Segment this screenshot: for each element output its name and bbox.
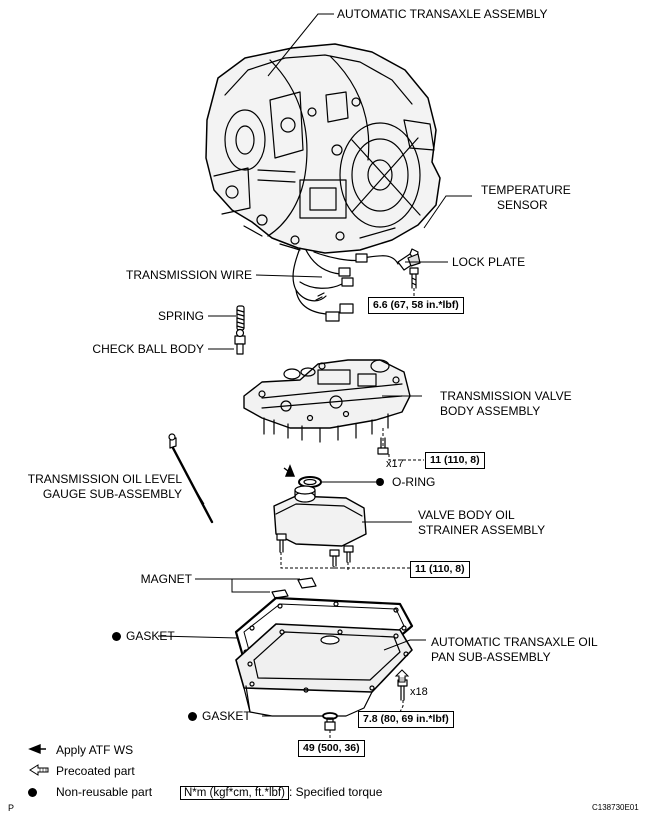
transmission-wire-drawing — [292, 247, 399, 322]
strainer-drawing — [273, 485, 367, 547]
label-oil-pan-line2: PAN SUB-ASSEMBLY — [431, 650, 551, 664]
label-automatic-transaxle: AUTOMATIC TRANSAXLE ASSEMBLY — [337, 7, 548, 21]
legend-torque-desc: : Specified torque — [288, 785, 383, 799]
label-temperature-sensor-line2: SENSOR — [497, 198, 548, 212]
label-drain-gasket: GASKET — [188, 709, 251, 723]
spring-drawing — [236, 305, 245, 331]
legend-precoated: Precoated part — [56, 764, 135, 778]
lock-plate-drawing — [407, 253, 421, 267]
label-strainer-line2: STRAINER ASSEMBLY — [418, 523, 546, 537]
label-pan-gasket-text: GASKET — [126, 629, 175, 643]
label-temperature-sensor-line1: TEMPERATURE — [481, 183, 571, 197]
label-oil-pan-line1: AUTOMATIC TRANSAXLE OIL — [431, 635, 598, 649]
label-drain-gasket-text: GASKET — [202, 709, 251, 723]
figure-id: C138730E01 — [592, 803, 639, 812]
torque-valve-body-bolts: 11 (110, 8) — [425, 452, 485, 469]
apply-atf-arrow-icon — [283, 464, 296, 477]
legend-apply-atf: Apply ATF WS — [56, 743, 134, 757]
precoated-arrow-icon — [394, 669, 410, 683]
valve-body-drawing — [243, 359, 411, 443]
torque-sensor-bolt: 6.6 (67, 58 in.*lbf) — [368, 297, 464, 314]
label-lock-plate: LOCK PLATE — [452, 255, 526, 269]
non-reusable-dot-icon — [376, 478, 384, 486]
magnet-drawing — [297, 577, 317, 589]
legend-precoated-icon — [29, 764, 49, 776]
label-o-ring: O-RING — [392, 475, 436, 489]
dashed-guides — [280, 288, 424, 738]
label-spring: SPRING — [157, 309, 204, 323]
torque-drain-plug: 49 (500, 36) — [298, 740, 365, 757]
legend-atf-arrow-icon — [28, 743, 46, 755]
legend-dot-icon — [28, 788, 37, 797]
count-oil-pan-bolts: x18 — [410, 686, 428, 698]
label-strainer-line1: VALVE BODY OIL — [418, 508, 515, 522]
label-valve-body-line2: BODY ASSEMBLY — [440, 404, 541, 418]
check-ball-body-drawing — [234, 328, 246, 355]
transaxle-drawing — [205, 43, 441, 254]
label-oil-level-gauge-line1: TRANSMISSION OIL LEVEL — [27, 472, 182, 486]
strainer-bolts-drawing — [276, 533, 354, 567]
label-pan-gasket: GASKET — [112, 629, 175, 643]
legend-torque: N*m (kgf*cm, ft.*lbf): Specified torque — [180, 785, 382, 800]
sensor-bolt-drawing — [409, 267, 419, 289]
non-reusable-dot-icon — [112, 632, 121, 641]
valve-body-bolt-drawing — [377, 437, 389, 455]
legend-non-reusable-text: Non-reusable part — [56, 785, 153, 799]
legend-non-reusable: Non-reusable part — [28, 785, 152, 799]
label-transmission-wire: TRANSMISSION WIRE — [125, 268, 252, 282]
legend-torque-unit: N*m (kgf*cm, ft.*lbf) — [180, 786, 289, 800]
torque-strainer-bolts: 11 (110, 8) — [410, 561, 470, 578]
label-check-ball-body: CHECK BALL BODY — [92, 342, 204, 356]
oil-pan-drawing — [235, 623, 413, 717]
leader-lines — [157, 13, 472, 717]
torque-oil-pan-bolts: 7.8 (80, 69 in.*lbf) — [358, 711, 454, 728]
o-ring-drawing — [298, 476, 322, 488]
drain-gasket-drawing — [322, 712, 338, 720]
non-reusable-dot-icon — [188, 712, 197, 721]
label-oil-level-gauge-line2: GAUGE SUB-ASSEMBLY — [42, 487, 182, 501]
oil-pan-bolt-drawing — [397, 679, 408, 701]
count-valve-body-bolts: x17 — [386, 458, 404, 470]
label-magnet: MAGNET — [140, 572, 192, 586]
footer-left-mark: P — [8, 803, 15, 813]
label-valve-body-line1: TRANSMISSION VALVE — [440, 389, 572, 403]
